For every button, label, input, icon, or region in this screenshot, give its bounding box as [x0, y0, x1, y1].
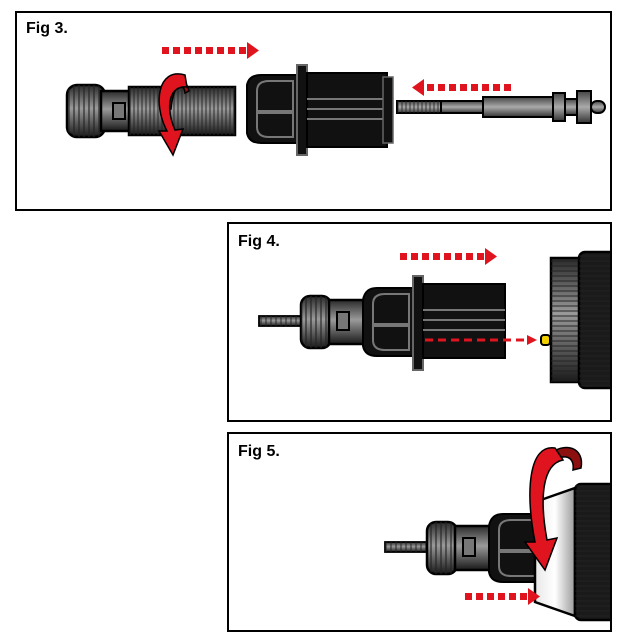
- threaded-shaft: [127, 85, 237, 137]
- alignment-guide-line: [425, 335, 537, 345]
- dotted-arrow-left-icon: [412, 79, 511, 96]
- housing-body: [488, 513, 542, 583]
- bolt-rod: [396, 90, 606, 124]
- figure-3-label: Fig 3.: [26, 20, 68, 37]
- figure-5-panel: Fig 5.: [227, 432, 612, 632]
- figure-4-illustration: [258, 248, 610, 390]
- figure-3-illustration: [65, 42, 606, 157]
- screw-tip: [258, 315, 304, 327]
- figure-5-label: Fig 5.: [238, 443, 280, 460]
- housing-body: [362, 275, 506, 371]
- figure-4-label: Fig 4.: [238, 233, 280, 250]
- screw-tip: [384, 541, 430, 553]
- indicator-pin: [540, 334, 551, 346]
- chuck-nut: [299, 294, 371, 350]
- dotted-arrow-right-icon: [400, 248, 497, 265]
- receiving-socket: [549, 250, 610, 390]
- rotate-arrow-icon: [523, 446, 583, 572]
- receiving-socket: [573, 482, 610, 622]
- chuck-nut: [65, 83, 133, 139]
- dotted-arrow-right-icon: [465, 588, 540, 605]
- dotted-arrow-right-icon: [162, 42, 259, 59]
- rotate-arrow-icon: [157, 73, 190, 157]
- figure-4-panel: Fig 4.: [227, 222, 612, 422]
- chuck-nut: [425, 520, 497, 576]
- figure-5-illustration: [384, 446, 610, 622]
- figure-3-panel: Fig 3.: [15, 11, 612, 211]
- housing-body: [246, 64, 394, 156]
